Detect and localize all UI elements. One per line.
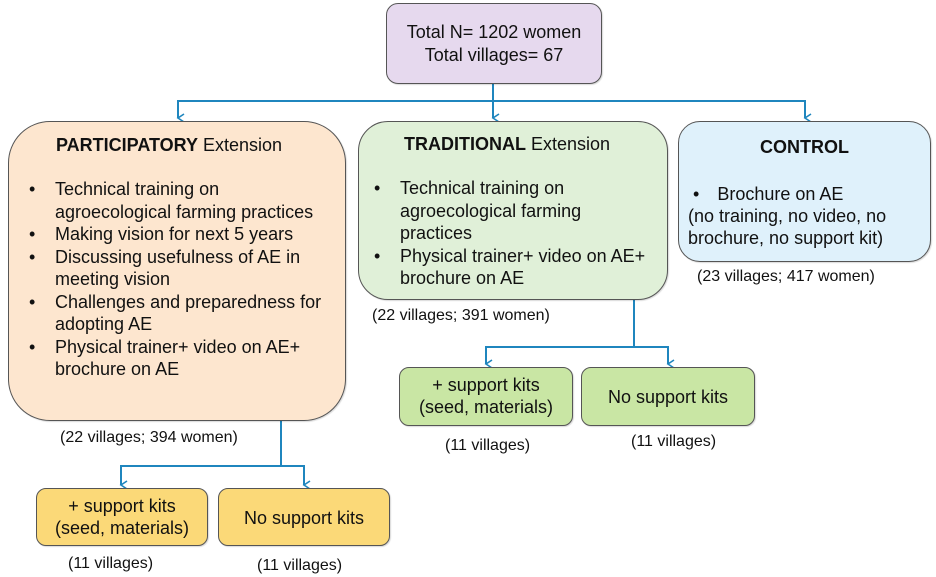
participatory-box: PARTICIPATORY Extension Technical traini…: [8, 121, 346, 421]
traditional-bullets: Technical training on agroecological far…: [354, 177, 649, 290]
traditional-caption: (22 villages; 391 women): [372, 307, 550, 324]
total-villages: Total villages= 67: [424, 45, 564, 65]
traditional-nokit-box: No support kits: [581, 367, 755, 426]
participatory-bullet: Physical trainer+ video on AE+ brochure …: [9, 336, 331, 381]
control-title: CONTROL: [760, 137, 849, 157]
control-note-line2: brochure, no support kit): [688, 228, 884, 248]
participatory-nokit-label: No support kits: [243, 508, 365, 528]
traditional-box: TRADITIONAL Extension Technical training…: [358, 121, 668, 300]
participatory-bullet: Challenges and preparedness for adopting…: [9, 291, 331, 336]
total-box: Total N= 1202 women Total villages= 67: [386, 3, 602, 84]
control-bullet: • Brochure on AE: [693, 183, 843, 205]
traditional-kit-box: + support kits (seed, materials): [399, 367, 573, 426]
participatory-kit-caption: (11 villages): [68, 555, 154, 572]
traditional-nokit-label: No support kits: [607, 387, 729, 407]
traditional-bullet: Physical trainer+ video on AE+ brochure …: [354, 245, 649, 290]
participatory-kit-line1: + support kits: [68, 496, 176, 516]
traditional-title-rest: Extension: [525, 134, 611, 154]
participatory-caption: (22 villages; 394 women): [60, 429, 238, 446]
participatory-bullet: Discussing usefulness of AE in meeting v…: [9, 246, 331, 291]
bullet-icon: •: [693, 184, 700, 204]
total-women: Total N= 1202 women: [406, 22, 582, 42]
participatory-bullet: Technical training on agroecological far…: [9, 178, 331, 223]
traditional-nokit-caption: (11 villages): [631, 433, 717, 450]
control-caption: (23 villages; 417 women): [697, 268, 875, 285]
traditional-bullet: Technical training on agroecological far…: [354, 177, 649, 245]
control-bullet-text: Brochure on AE: [717, 184, 844, 204]
traditional-kit-line2: (seed, materials): [418, 397, 554, 417]
control-box: CONTROL • Brochure on AE (no training, no…: [678, 121, 931, 262]
traditional-title: TRADITIONAL Extension: [404, 133, 610, 155]
participatory-nokit-box: No support kits: [218, 488, 390, 546]
participatory-nokit-caption: (11 villages): [257, 557, 343, 574]
participatory-bullet: Making vision for next 5 years: [9, 223, 331, 246]
participatory-title-bold: PARTICIPATORY: [56, 135, 199, 155]
control-note-line1: (no training, no video, no: [688, 206, 887, 226]
traditional-kit-caption: (11 villages): [445, 437, 531, 454]
traditional-title-bold: TRADITIONAL: [404, 134, 526, 154]
traditional-kit-line1: + support kits: [432, 375, 540, 395]
participatory-kit-line2: (seed, materials): [54, 518, 190, 538]
participatory-bullets: Technical training on agroecological far…: [9, 178, 331, 381]
participatory-title: PARTICIPATORY Extension: [56, 134, 282, 156]
participatory-kit-box: + support kits (seed, materials): [36, 488, 208, 546]
participatory-title-rest: Extension: [198, 135, 283, 155]
